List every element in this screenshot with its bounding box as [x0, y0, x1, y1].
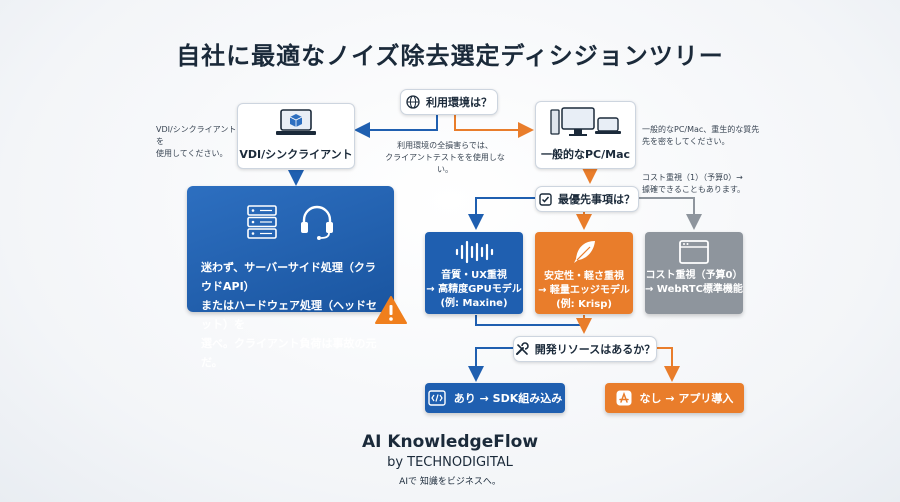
browser-window-icon [679, 240, 709, 264]
brand-name: AI KnowledgeFlow [361, 432, 539, 452]
vdi-note: VDI/シンクライアントを 使用してください。 [156, 125, 237, 158]
option-stability-line2: → 軽量エッジモデル [538, 285, 630, 296]
dev-question-node: 開発リソースはあるか？ [513, 336, 657, 362]
server-icon [246, 205, 277, 239]
vdi-advice-box: 迷わず、サーバーサイド処理（クラウドAPI） またはハードウェア処理（ヘッドセッ… [187, 186, 394, 369]
page-title: 自社に最適なノイズ除去選定ディシジョンツリー [176, 42, 724, 70]
brand-byline: by TECHNODIGITAL [387, 455, 513, 470]
warning-icon [375, 296, 407, 324]
cube-laptop-icon [276, 109, 316, 135]
app-install-button[interactable]: なし → アプリ導入 [605, 383, 744, 413]
general-pc-label: 一般的なPC/Mac [540, 148, 631, 161]
center-note: 利用環境の全損害らでは、 クライアントテストをを使用しない。 [385, 141, 505, 174]
option-quality-line1: 音質・UX重視 [441, 270, 507, 281]
desktop-laptop-icon [549, 107, 621, 136]
option-quality-line2: → 高精度GPUモデル [426, 284, 522, 295]
checklist-icon [539, 192, 552, 206]
sdk-integration-button[interactable]: あり → SDK組み込み [425, 383, 565, 413]
dev-question-label: 開発リソースはあるか？ [534, 343, 656, 356]
option-stability-line3: (例: Krisp) [556, 299, 612, 310]
sdk-integration-label: あり → SDK組み込み [453, 392, 563, 405]
globe-icon [406, 95, 420, 109]
app-store-icon [616, 390, 632, 406]
option-cost-line2: → WebRTC標準機能 [645, 284, 743, 295]
option-quality-line3: (例: Maxine) [440, 298, 508, 309]
start-question-node: 利用環境は？ [400, 89, 498, 115]
option-cost: コスト重視（予算0） → WebRTC標準機能 [645, 232, 743, 314]
option-stability: 安定性・軽さ重視 → 軽量エッジモデル (例: Krisp) [535, 232, 633, 314]
option-stability-line1: 安定性・軽さ重視 [544, 271, 624, 282]
feather-icon [574, 241, 595, 263]
cost-note: コスト重視（1）（予算0）→ 據確できることもあります。 [642, 173, 746, 194]
app-install-label: なし → アプリ導入 [639, 392, 734, 405]
vdi-advice-text: 迷わず、サーバーサイド処理（クラウドAPI） またはハードウェア処理（ヘッドセッ… [201, 261, 377, 369]
code-icon [428, 390, 446, 406]
priority-question-label: 最優先事項は？ [558, 193, 635, 206]
vdi-node: VDI/シンクライアント [237, 103, 355, 169]
general-pc-node: 一般的なPC/Mac [535, 101, 636, 169]
brand-tagline: AIで 知識をビジネスへ。 [399, 477, 501, 487]
option-quality: 音質・UX重視 → 高精度GPUモデル (例: Maxine) [425, 232, 523, 314]
option-cost-line1: コスト重視（予算0） [645, 270, 743, 281]
tools-icon [515, 342, 529, 355]
headset-icon [300, 205, 333, 240]
start-question-label: 利用環境は？ [426, 96, 492, 109]
priority-question-node: 最優先事項は？ [535, 186, 639, 212]
soundwave-icon [455, 240, 494, 264]
general-pc-note: 一般的なPC/Mac、重生的な質先 先を密をしてください。 [642, 125, 760, 146]
vdi-label: VDI/シンクライアント [239, 148, 353, 161]
